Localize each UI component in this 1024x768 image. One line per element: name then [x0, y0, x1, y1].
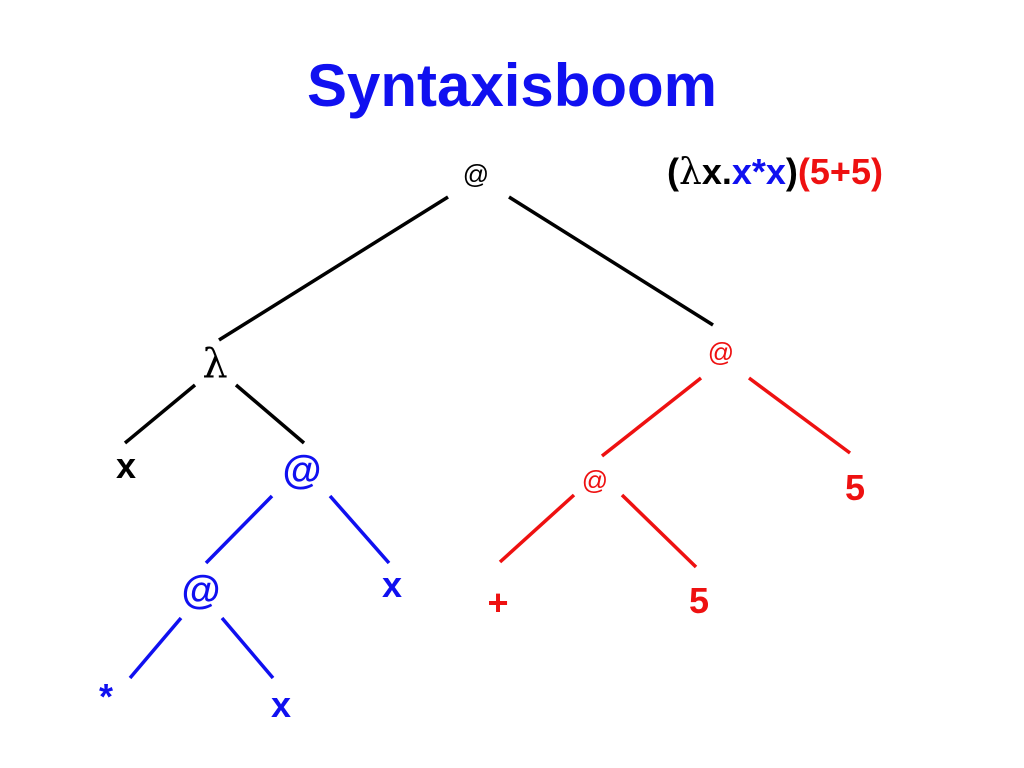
node-lambda: λ [202, 341, 228, 387]
edge-innerapp-x [220, 616, 275, 680]
expr-open-paren: ( [667, 151, 679, 192]
edge-root-argapp [508, 195, 714, 327]
expr-argument: (5+5) [797, 151, 883, 192]
edge-arginner-plus [498, 493, 576, 564]
edge-lambda-body [234, 383, 306, 445]
node-arg-num-left: 5 [688, 580, 710, 621]
expr-lambda: λ [679, 152, 702, 193]
lambda-expression: (λx.x*x)(5+5) [667, 150, 883, 195]
node-body-arg-x-right: x [381, 564, 403, 605]
edge-bodyapp-x [328, 494, 391, 565]
node-arg-inner-app: @ [581, 465, 609, 495]
expr-bound-var: x. [701, 151, 732, 192]
slide-title: Syntaxisboom [306, 52, 718, 119]
edge-arginner-5 [620, 493, 698, 569]
node-body-arg-x-left: x [270, 684, 292, 725]
edge-bodyapp-innerapp [204, 494, 274, 565]
node-arg-op-plus: + [487, 582, 509, 623]
node-arg-num-right: 5 [844, 467, 866, 508]
expr-close-paren: ) [785, 151, 798, 192]
node-arg-app: @ [707, 337, 735, 367]
node-body-inner-app: @ [181, 568, 221, 612]
edge-root-lambda [218, 195, 449, 342]
edge-argapp-innerapp [600, 376, 703, 458]
node-body-op-mult: * [98, 676, 114, 717]
node-lambda-param: x [115, 445, 137, 486]
edge-lambda-param [123, 383, 197, 445]
node-root-app: @ [462, 159, 490, 189]
expr-body: x*x [731, 151, 786, 192]
edge-innerapp-op [128, 616, 183, 680]
edge-argapp-5 [747, 376, 852, 455]
node-body-app: @ [282, 448, 322, 492]
